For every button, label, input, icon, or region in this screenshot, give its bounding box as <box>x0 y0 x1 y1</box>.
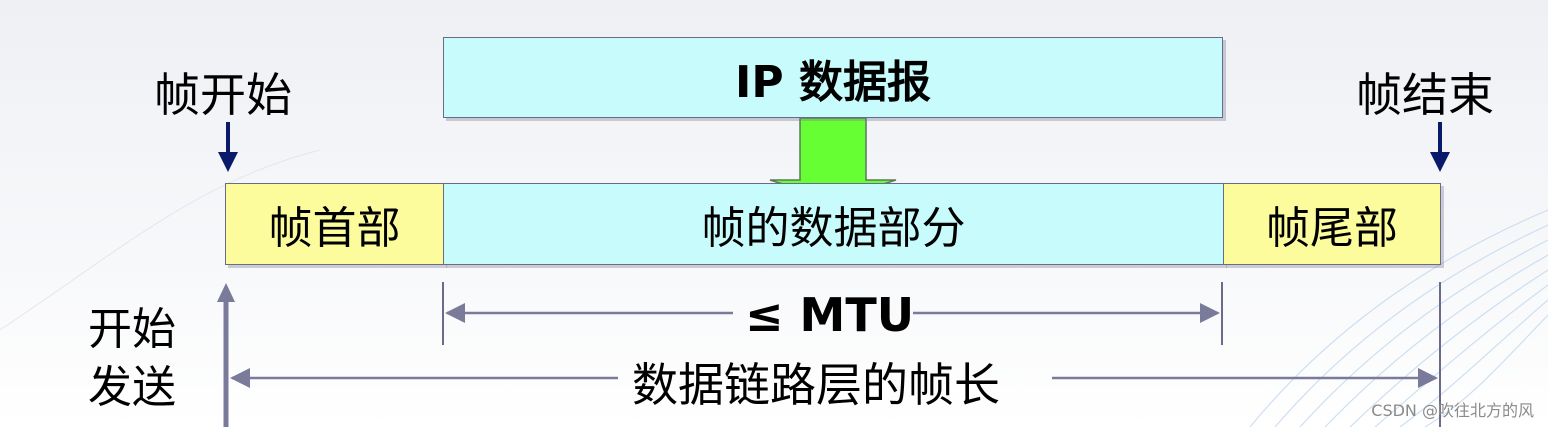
start-send-arrow-head <box>217 283 235 302</box>
frame-data-label: 帧的数据部分 <box>701 203 966 254</box>
background-swoosh-left <box>0 149 321 331</box>
mtu-label: ≤ MTU <box>745 288 915 342</box>
start-send-label-line1: 开始 <box>88 304 176 355</box>
watermark: CSDN @吹往北方的风 <box>1371 401 1534 420</box>
frame-header-label: 帧首部 <box>268 203 401 254</box>
frame-trailer-label: 帧尾部 <box>1266 203 1398 254</box>
background-swoosh <box>1249 209 1548 427</box>
frame-length-label: 数据链路层的帧长 <box>632 358 1000 412</box>
ip-datagram-label: IP 数据报 <box>735 56 931 108</box>
ip-datagram-box: IP 数据报 <box>443 37 1223 118</box>
frame-start-label: 帧开始 <box>154 68 292 122</box>
frame-trailer-box: 帧尾部 <box>1223 183 1441 265</box>
frame-data-box: 帧的数据部分 <box>443 183 1224 265</box>
start-send-label-line2: 发送 <box>88 362 176 413</box>
frame-header-box: 帧首部 <box>225 183 444 265</box>
frame-end-label: 帧结束 <box>1356 68 1494 122</box>
